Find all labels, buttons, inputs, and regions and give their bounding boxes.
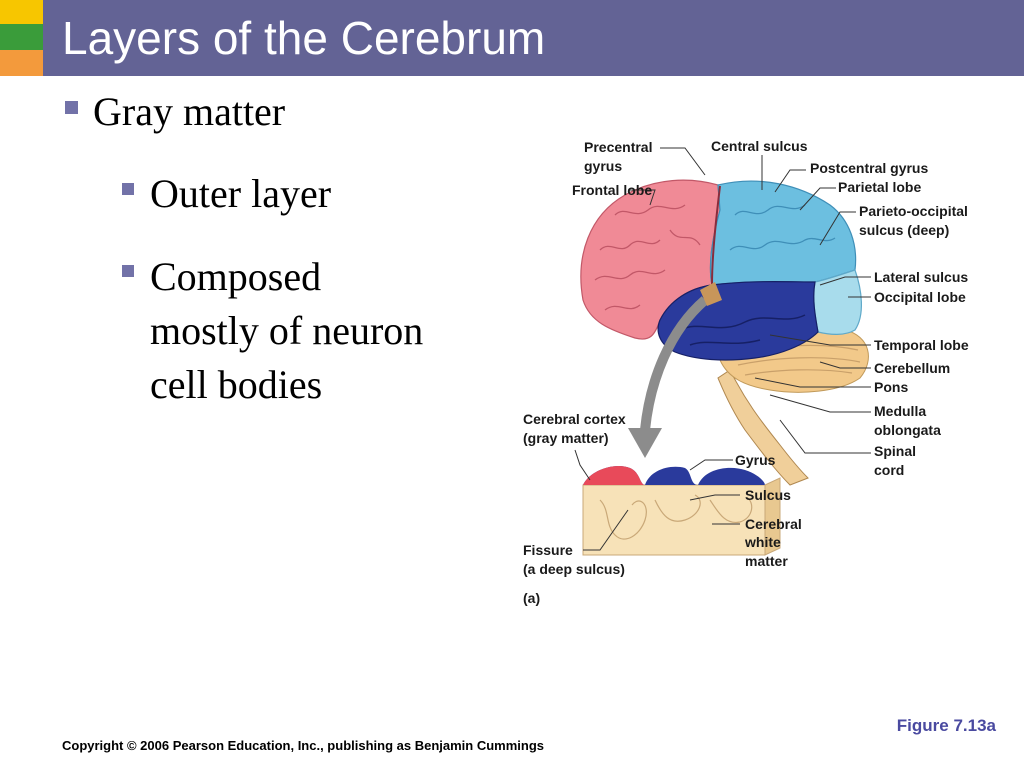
bullet-outer-layer: Outer layer bbox=[150, 171, 332, 216]
label-occipital-lobe: Occipital lobe bbox=[874, 289, 966, 305]
label-white-1: Cerebral bbox=[745, 516, 802, 532]
label-spinal-2: cord bbox=[874, 462, 904, 478]
bullet-gray-matter: Gray matter bbox=[93, 89, 286, 134]
cortex-side bbox=[764, 477, 781, 556]
label-cortex-1: Cerebral cortex bbox=[523, 411, 626, 427]
corner-decoration-green bbox=[0, 24, 43, 50]
bullet-composed-line-1: Composed bbox=[150, 254, 322, 299]
label-medulla-1: Medulla bbox=[874, 403, 926, 419]
leader-lines bbox=[574, 147, 871, 551]
white-matter-folds bbox=[599, 494, 753, 540]
zoom-arrow bbox=[640, 296, 709, 431]
temporal-gyri bbox=[679, 314, 806, 346]
label-medulla-2: oblongata bbox=[874, 422, 941, 438]
label-spinal-1: Spinal bbox=[874, 443, 916, 459]
bullet-composed-line-2: mostly of neuron bbox=[150, 308, 424, 353]
parietal-gyri bbox=[729, 204, 836, 251]
bullet-square-icon bbox=[65, 101, 78, 114]
label-cortex-2: (gray matter) bbox=[523, 430, 609, 446]
frontal-gyri bbox=[594, 204, 701, 311]
label-lateral-sulcus: Lateral sulcus bbox=[874, 269, 968, 285]
bullet-square-icon bbox=[122, 265, 134, 277]
bullet-square-icon bbox=[122, 183, 134, 195]
label-panel-a: (a) bbox=[523, 590, 540, 606]
label-central-sulcus: Central sulcus bbox=[711, 138, 808, 154]
insula-band bbox=[700, 282, 722, 306]
label-parieto-2: sulcus (deep) bbox=[859, 222, 949, 238]
corner-decoration-yellow bbox=[0, 0, 43, 24]
label-parieto-1: Parieto-occipital bbox=[859, 203, 968, 219]
label-temporal-lobe: Temporal lobe bbox=[874, 337, 969, 353]
label-precentral-2: gyrus bbox=[584, 158, 622, 174]
label-precentral-1: Precentral bbox=[584, 139, 652, 155]
copyright-notice: Copyright © 2006 Pearson Education, Inc.… bbox=[62, 738, 544, 753]
label-fissure-2: (a deep sulcus) bbox=[523, 561, 625, 577]
brainstem-shape bbox=[717, 369, 809, 486]
cortex-red-cap bbox=[583, 465, 645, 485]
label-white-2: white bbox=[744, 534, 781, 550]
label-sulcus: Sulcus bbox=[745, 487, 791, 503]
figure-reference: Figure 7.13a bbox=[896, 716, 996, 735]
bullet-composed-line-3: cell bodies bbox=[150, 362, 323, 407]
label-cerebellum: Cerebellum bbox=[874, 360, 950, 376]
label-postcentral-gyrus: Postcentral gyrus bbox=[810, 160, 928, 176]
label-parietal-lobe: Parietal lobe bbox=[838, 179, 921, 195]
label-pons: Pons bbox=[874, 379, 908, 395]
central-sulcus-line bbox=[711, 185, 721, 286]
label-gyrus: Gyrus bbox=[735, 452, 776, 468]
slide-title: Layers of the Cerebrum bbox=[62, 12, 546, 64]
zoom-arrow-head bbox=[628, 428, 662, 458]
title-bar bbox=[43, 0, 1024, 76]
label-frontal-lobe: Frontal lobe bbox=[572, 182, 652, 198]
parietal-lobe-shape bbox=[709, 180, 857, 286]
label-white-3: matter bbox=[745, 553, 788, 569]
bullet-composed: Composed mostly of neuron cell bodies bbox=[150, 250, 423, 412]
corner-decoration-orange bbox=[0, 50, 43, 76]
label-fissure-1: Fissure bbox=[523, 542, 573, 558]
